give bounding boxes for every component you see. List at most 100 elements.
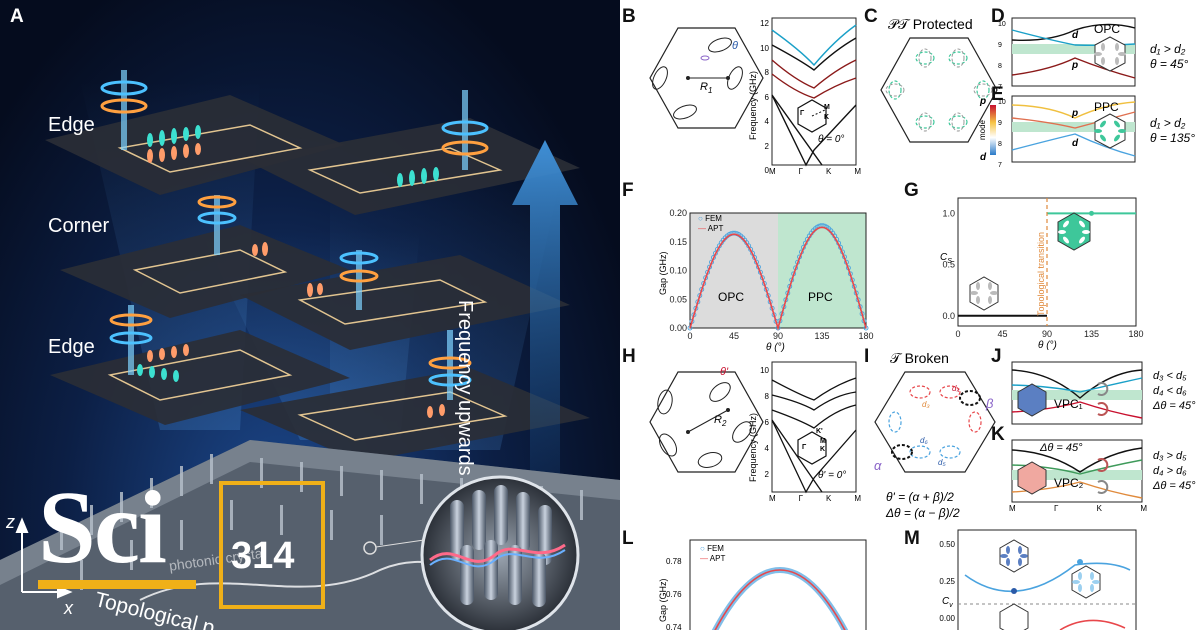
panel-label-a: A [10,6,24,27]
d-cond2: θ = 45° [1150,57,1189,71]
panel-label-c: C [864,6,878,27]
emission-rings [100,70,489,400]
f-xtick: 90 [773,331,783,341]
f-legend-apt: APT [707,224,724,233]
layer-label-corner: Corner [48,215,110,237]
f-ytick: 0.10 [669,266,687,276]
layer-label-edge-bottom: Edge [48,336,95,358]
panel-label-i: I [864,346,870,367]
h-bz-kprime: K' [816,428,823,435]
sci-logo-underline [38,580,196,589]
j-cond2: d₄ < d₆ [1153,385,1187,397]
f-ytick: 0.20 [669,208,687,218]
i-beta: β [986,396,994,411]
b-ylabel: Frequency (GHz) [748,70,758,140]
g-ytick: 1.0 [942,208,955,218]
f-legend: ○ FEM — APT [698,214,724,233]
panel-label-e: E [991,84,1004,105]
zoom-lens [363,475,580,630]
f-legend-fem: FEM [705,214,722,223]
panel-k [1011,439,1143,503]
panel-d [1011,17,1136,87]
h-angle-note: θ' = 0° [818,470,847,481]
issue-number: 314 [231,535,295,577]
layer-plates [45,95,590,462]
i-d4: d₄ [952,384,960,393]
f-region-ppc: PPC [808,290,833,304]
panel-label-g: G [904,180,919,201]
m-ylabel: Cv [942,596,953,609]
i-d6: d₆ [920,436,928,445]
f-ylabel: Gap (GHz) [658,251,668,295]
b-bz-k: K [824,114,830,121]
h-bz-gamma: Γ [802,444,807,451]
f-ytick: 0.05 [669,294,687,304]
k-phase: VPC₂ [1054,476,1084,490]
axes-indicator [15,517,73,599]
k-cond2: d₄ > d₆ [1153,465,1187,477]
g-ytick: 0.0 [942,311,955,321]
j-cond3: Δθ = 45° [1153,400,1196,412]
g-ytick: 0.5 [942,260,955,270]
e-mode-d: d [1072,138,1079,149]
panel-e [990,95,1136,163]
i-d5: d₅ [938,458,946,467]
k-top-note: Δθ = 45° [1040,442,1083,454]
panel-label-b: B [622,6,636,27]
f-xtick: 45 [729,331,739,341]
axis-z-label: z [6,512,15,532]
g-xtick: 135 [1084,329,1099,339]
f-apt-line [689,226,867,331]
b-theta: θ [732,40,738,52]
d-mode-d: d [1072,30,1079,41]
k-cond3: Δθ = 45° [1153,480,1196,492]
e-colorbar-top: p [980,96,987,107]
f-xtick: 180 [858,331,873,341]
e-colorbar-bottom: d [980,152,987,163]
g-xtick: 0 [955,329,960,339]
b-angle-note: θ = 0° [818,134,845,145]
d-phase: OPC [1094,22,1121,36]
illustration-panel: A Edge Corner Edge Frequency upwards z x… [0,0,620,630]
layer-label-edge-top: Edge [48,114,95,136]
panel-label-k: K [991,424,1005,445]
e-cond2: θ = 135° [1150,131,1196,145]
frequency-arrow [512,140,578,480]
e-cond1: d₁ > d₂ [1150,116,1186,130]
b-bz-m: M [824,104,830,111]
l-legend-apt: APT [709,554,726,563]
panel-label-l: L [622,528,634,549]
mode-peaks [137,125,445,418]
f-xtick: 135 [814,331,829,341]
i-eq2: Δθ = (α − β)/2 [886,506,960,520]
f-xtick: 0 [687,331,692,341]
sci-logo: Sci [38,470,196,589]
i-eq1: θ' = (α + β)/2 [886,490,954,504]
i-alpha: α [874,458,882,473]
h-bz-m: M [820,438,826,445]
e-mode-p: p [1072,108,1079,119]
h-bz-k: K [820,446,826,453]
b-bz-gamma: Γ [800,110,805,117]
sci-logo-text: Sci [38,470,167,585]
panel-label-m: M [904,528,920,549]
h-ylabel: Frequency (GHz) [748,412,758,482]
i-d3: d₃ [922,400,930,409]
axis-x-label: x [64,598,73,618]
g-transition: Topological transition [1036,231,1046,316]
f-ytick: 0.00 [669,323,687,333]
g-xtick: 90 [1042,329,1052,339]
d-mode-p: p [1072,60,1079,71]
panel-h-bands [771,361,857,494]
